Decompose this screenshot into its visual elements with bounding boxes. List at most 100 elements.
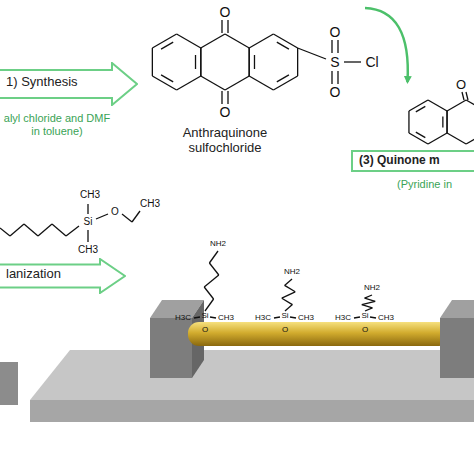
bond-line — [205, 299, 214, 311]
bond-line — [204, 275, 219, 287]
bond-line — [447, 100, 466, 111]
bond-line — [282, 298, 293, 304]
atom-label: O — [111, 207, 119, 217]
bond-line — [416, 132, 426, 137]
bond-line — [362, 301, 375, 304]
bond-line — [273, 34, 297, 48]
bond-line — [87, 230, 88, 242]
step-arrow: lanization — [0, 258, 126, 294]
bond-line — [249, 34, 273, 48]
bond-line — [466, 92, 468, 100]
bond-line — [370, 317, 376, 318]
bond-line — [365, 308, 372, 311]
bond-line — [52, 224, 66, 236]
bond-line — [282, 292, 295, 298]
bond-line — [428, 133, 447, 144]
left-piece — [0, 362, 18, 405]
electrode-pad — [440, 318, 474, 378]
bond-line — [200, 48, 201, 76]
bond-line — [409, 133, 428, 144]
bond-line — [337, 40, 338, 53]
bond-line — [344, 61, 361, 62]
step-label: (Pyridine in — [397, 178, 452, 191]
bond-line — [337, 71, 338, 84]
bond-line — [285, 279, 292, 285]
atom-label: H3C — [335, 314, 351, 322]
bond-line — [210, 317, 216, 318]
step-arrow: 1) Synthesisalyl chloride and DMF in tol… — [0, 62, 138, 106]
bond-line — [331, 71, 332, 84]
bond-line — [466, 100, 474, 111]
arrow-outline — [0, 63, 137, 105]
product-molecule: (3) Quinone m (Pyridine in — [345, 80, 474, 200]
bond-line — [152, 76, 176, 90]
bond-line — [209, 251, 218, 263]
bond-line — [195, 55, 196, 69]
bond-line — [249, 48, 250, 76]
arrow-outline — [0, 259, 125, 293]
atom-label: S — [330, 55, 339, 69]
molecule: Anthraquinone sulfochloride — [140, 6, 395, 156]
atom-label: Si — [201, 312, 208, 320]
step-label: Anthraquinone sulfochloride — [160, 126, 290, 156]
atom-label: Si — [281, 312, 288, 320]
atom-label: CH3 — [218, 314, 234, 322]
bond-line — [209, 263, 218, 275]
bond-line — [416, 106, 426, 111]
bond-line — [227, 20, 228, 33]
bond-line — [201, 34, 225, 48]
bond-line — [204, 287, 213, 299]
bond-line — [177, 76, 201, 90]
electrode-pad — [150, 318, 192, 378]
atom-label: O — [282, 326, 288, 334]
curved-arrow — [365, 8, 408, 82]
atom-label: Si — [361, 312, 368, 320]
bond-line — [200, 48, 201, 76]
bond-line — [298, 48, 326, 59]
atom-label: CH3 — [140, 199, 160, 209]
bond-line — [161, 75, 173, 82]
bond-line — [365, 295, 372, 298]
bond-line — [0, 228, 10, 236]
bond-line — [274, 317, 280, 318]
bond-line — [66, 226, 79, 236]
bond-line — [409, 100, 428, 111]
bond-line — [10, 224, 24, 236]
bond-line — [194, 317, 200, 318]
bond-line — [122, 214, 132, 222]
atom-label: O — [456, 78, 466, 91]
atom-label: O — [202, 326, 208, 334]
bond-line — [354, 317, 360, 318]
bond-line — [38, 224, 52, 236]
bond-line — [249, 76, 273, 90]
bond-line — [446, 111, 447, 133]
bond-line — [96, 214, 108, 219]
bond-line — [285, 305, 292, 311]
step-label: alyl chloride and DMF in toluene) — [0, 112, 114, 137]
bond-line — [221, 91, 222, 104]
bond-line — [362, 305, 373, 308]
electrode-top — [440, 300, 474, 318]
bond-line — [277, 75, 289, 82]
bond-line — [285, 285, 296, 291]
bond-line — [408, 111, 409, 133]
bond-line — [225, 76, 249, 90]
bond-line — [331, 40, 332, 53]
step-box-label: (3) Quinone m — [351, 150, 474, 172]
bond-line — [290, 317, 296, 318]
atom-label: CH3 — [378, 314, 394, 322]
bond-line — [273, 76, 297, 90]
bond-line — [254, 55, 255, 69]
atom-label: CH3 — [298, 314, 314, 322]
bond-line — [221, 20, 222, 33]
atom-label: Cl — [365, 55, 378, 69]
bond-line — [466, 133, 474, 144]
atom-label: NH2 — [210, 240, 226, 248]
atom-label: NH2 — [284, 268, 300, 276]
bond-line — [152, 34, 176, 48]
bond-line — [249, 48, 250, 76]
step-label: 1) Synthesis — [6, 75, 78, 90]
bond-line — [447, 133, 466, 144]
bond-line — [428, 100, 447, 111]
